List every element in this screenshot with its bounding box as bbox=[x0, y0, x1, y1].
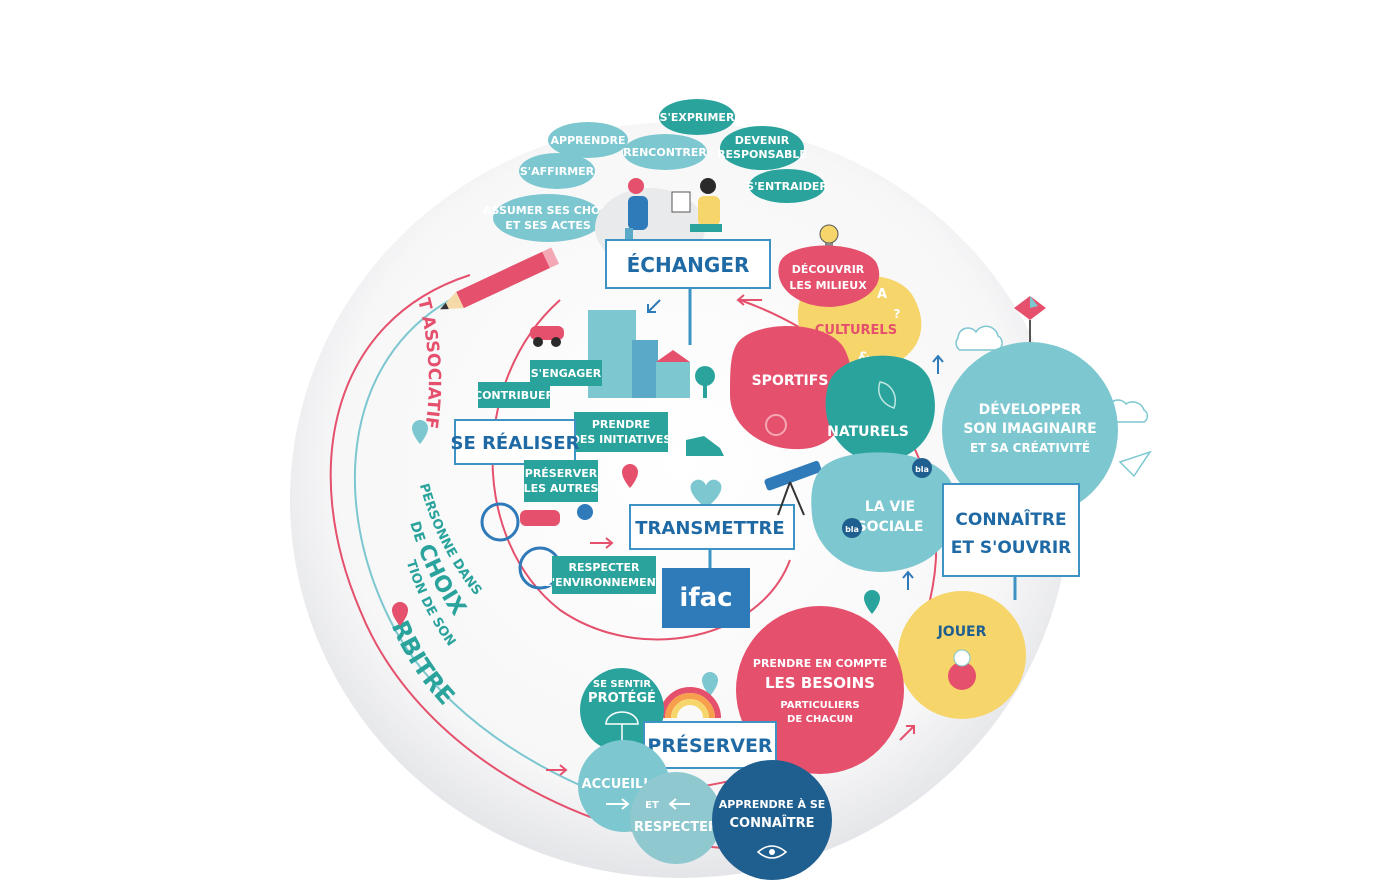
svg-text:LES BESOINS: LES BESOINS bbox=[765, 674, 875, 692]
bubble-entraider: S'ENTRAIDER bbox=[746, 169, 828, 203]
tag-preserver-autres: PRÉSERVER LES AUTRES bbox=[524, 460, 599, 502]
svg-text:DE CHACUN: DE CHACUN bbox=[787, 714, 853, 725]
svg-text:PROTÉGÉ: PROTÉGÉ bbox=[588, 690, 656, 706]
sign-echanger: ÉCHANGER bbox=[605, 239, 771, 345]
blob-sportifs: SPORTIFS bbox=[730, 326, 853, 450]
blob-decouvrir: DÉCOUVRIR LES MILIEUX bbox=[778, 245, 880, 307]
svg-text:LA VIE: LA VIE bbox=[865, 499, 915, 515]
svg-text:L'ENVIRONNEMENT: L'ENVIRONNEMENT bbox=[545, 576, 664, 589]
heart-icon bbox=[690, 479, 722, 508]
bubble-assumer: ASSUMER SES CHOIX ET SES ACTES bbox=[483, 194, 613, 242]
svg-text:SE RÉALISER: SE RÉALISER bbox=[451, 432, 580, 454]
sign-preserver: PRÉSERVER bbox=[643, 721, 777, 769]
svg-text:ET SES ACTES: ET SES ACTES bbox=[505, 219, 591, 232]
bubble-apprendre: APPRENDRE bbox=[548, 122, 628, 158]
svg-text:SON IMAGINAIRE: SON IMAGINAIRE bbox=[963, 421, 1096, 437]
tree-icon bbox=[695, 366, 715, 386]
svg-text:ET: ET bbox=[645, 800, 659, 811]
bubble-devenir-responsable: DEVENIR RESPONSABLE bbox=[717, 126, 807, 170]
svg-text:PARTICULIERS: PARTICULIERS bbox=[780, 700, 859, 711]
sign-transmettre: TRANSMETTRE bbox=[629, 504, 795, 570]
svg-text:DEVENIR: DEVENIR bbox=[735, 134, 790, 147]
svg-text:LES AUTRES: LES AUTRES bbox=[524, 482, 599, 495]
tag-initiatives: PRENDRE DES INITIATIVES bbox=[571, 412, 672, 452]
svg-text:PRÉSERVER: PRÉSERVER bbox=[647, 734, 773, 757]
circle-connaitre-soi: APPRENDRE À SE CONNAÎTRE bbox=[712, 760, 832, 880]
svg-text:APPRENDRE: APPRENDRE bbox=[551, 134, 626, 147]
svg-text:S'ENGAGER: S'ENGAGER bbox=[531, 367, 602, 380]
telescope-icon bbox=[764, 460, 822, 516]
svg-text:RESPECTER: RESPECTER bbox=[568, 561, 640, 574]
arrow-icon bbox=[546, 294, 915, 776]
pinwheel-icon bbox=[1014, 296, 1046, 350]
circle-imaginaire: DÉVELOPPER SON IMAGINAIRE ET SA CRÉATIVI… bbox=[942, 342, 1118, 518]
svg-text:CONTRIBUER: CONTRIBUER bbox=[474, 389, 555, 402]
paper-plane-icon bbox=[1118, 450, 1152, 478]
umbrella-icon bbox=[605, 711, 639, 742]
svg-text:APPRENDRE À SE: APPRENDRE À SE bbox=[719, 798, 826, 811]
svg-text:ET S'OUVRIR: ET S'OUVRIR bbox=[951, 538, 1072, 558]
svg-text:bla: bla bbox=[845, 525, 859, 534]
arrow-icon bbox=[606, 798, 630, 810]
svg-text:ÉCHANGER: ÉCHANGER bbox=[627, 253, 750, 277]
cyclist-illustration bbox=[480, 502, 593, 590]
svg-text:RENCONTRER: RENCONTRER bbox=[623, 146, 707, 159]
leaf-icon bbox=[878, 381, 896, 409]
blob-naturels: NATURELS bbox=[825, 355, 935, 462]
svg-text:bla: bla bbox=[915, 465, 929, 474]
svg-text:S'EXPRIMER: S'EXPRIMER bbox=[660, 111, 735, 124]
svg-text:SPORTIFS: SPORTIFS bbox=[752, 373, 829, 389]
bubble-affirmer: S'AFFIRMER bbox=[519, 153, 595, 189]
svg-text:SE SENTIR: SE SENTIR bbox=[593, 679, 651, 690]
circle-jouer: JOUER bbox=[898, 591, 1026, 719]
svg-text:CULTURELS: CULTURELS bbox=[815, 323, 897, 338]
svg-text:S'AFFIRMER: S'AFFIRMER bbox=[520, 165, 595, 178]
sneaker-icon bbox=[686, 436, 724, 456]
svg-text:S'ENTRAIDER: S'ENTRAIDER bbox=[746, 180, 828, 193]
svg-text:ASSUMER SES CHOIX: ASSUMER SES CHOIX bbox=[483, 204, 613, 217]
svg-text:DES INITIATIVES: DES INITIATIVES bbox=[571, 433, 672, 446]
circle-respecter: ET RESPECTER bbox=[630, 772, 722, 864]
blob-vie-sociale: LA VIE SOCIALE bla bla bbox=[811, 452, 957, 572]
svg-text:ET SA CRÉATIVITÉ: ET SA CRÉATIVITÉ bbox=[970, 440, 1090, 455]
svg-text:ifac: ifac bbox=[679, 583, 732, 613]
svg-text:CONNAÎTRE: CONNAÎTRE bbox=[955, 508, 1066, 530]
svg-text:SOCIALE: SOCIALE bbox=[857, 519, 924, 535]
toy-car-icon bbox=[530, 326, 564, 347]
svg-text:TRANSMETTRE: TRANSMETTRE bbox=[635, 518, 784, 539]
eye-icon bbox=[756, 845, 788, 859]
tag-respecter-env: RESPECTER L'ENVIRONNEMENT bbox=[545, 556, 664, 594]
bubble-exprimer: S'EXPRIMER bbox=[659, 99, 735, 135]
svg-text:LES MILIEUX: LES MILIEUX bbox=[789, 279, 867, 292]
svg-text:DÉVELOPPER: DÉVELOPPER bbox=[979, 401, 1082, 418]
svg-text:PRENDRE EN COMPTE: PRENDRE EN COMPTE bbox=[753, 657, 887, 670]
speech-bubble-icon: bla bla bbox=[842, 458, 932, 538]
sign-se-realiser: SE RÉALISER bbox=[451, 419, 580, 465]
svg-text:CONNAÎTRE: CONNAÎTRE bbox=[729, 815, 814, 831]
svg-text:A: A bbox=[877, 287, 887, 302]
location-pin-icon bbox=[392, 420, 880, 696]
svg-text:RESPECTER: RESPECTER bbox=[634, 820, 718, 835]
svg-text:RESPONSABLE: RESPONSABLE bbox=[717, 148, 807, 161]
svg-text:JOUER: JOUER bbox=[937, 624, 987, 640]
sign-connaitre: CONNAÎTRE ET S'OUVRIR bbox=[942, 483, 1080, 600]
rainbow-icon bbox=[659, 687, 721, 719]
svg-text:DÉCOUVRIR: DÉCOUVRIR bbox=[792, 263, 865, 276]
bubble-rencontrer: RENCONTRER bbox=[623, 134, 707, 170]
tag-engager: S'ENGAGER bbox=[530, 360, 602, 386]
svg-text:PRÉSERVER: PRÉSERVER bbox=[525, 467, 598, 480]
svg-text:PRENDRE: PRENDRE bbox=[592, 418, 650, 431]
tag-contribuer: CONTRIBUER bbox=[474, 382, 555, 408]
svg-text:?: ? bbox=[894, 307, 901, 321]
svg-text:NATURELS: NATURELS bbox=[827, 424, 909, 440]
ifac-logo: ifac bbox=[662, 568, 750, 628]
arrow-icon-blue bbox=[647, 299, 944, 590]
basketball-icon bbox=[765, 414, 787, 436]
circle-besoins: PRENDRE EN COMPTE LES BESOINS PARTICULIE… bbox=[736, 606, 904, 774]
pencil-icon bbox=[440, 247, 559, 310]
